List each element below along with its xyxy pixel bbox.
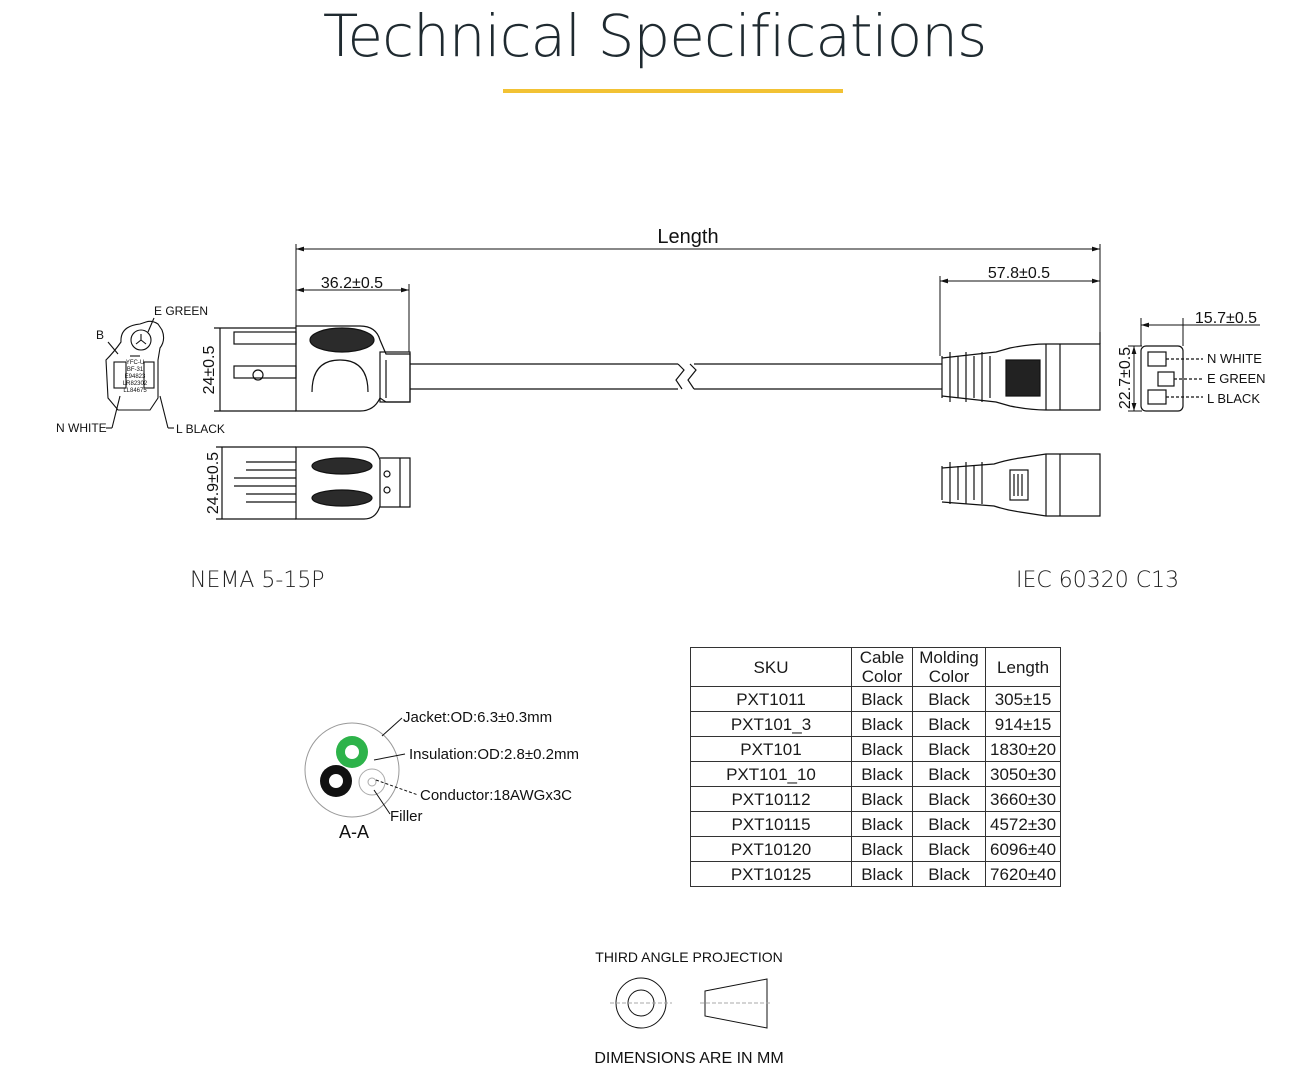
molding-color-cell: Black: [912, 761, 986, 787]
cable: [410, 363, 942, 390]
face-e-green-label: E GREEN: [154, 304, 208, 318]
c13-side-view: [941, 453, 1101, 517]
molding-color-cell: Black: [912, 811, 986, 837]
iec-connector-label: IEC 60320 C13: [1016, 568, 1180, 593]
cable-color-cell: Black: [851, 686, 913, 712]
jacket-label: Jacket:OD:6.3±0.3mm: [403, 709, 552, 726]
cable-cross-section: Jacket:OD:6.3±0.3mm Insulation:OD:2.8±0.…: [304, 709, 579, 842]
length-cell: 3050±30: [984, 761, 1062, 787]
cable-color-cell: Black: [851, 811, 913, 837]
face-marking-5: LL84675: [123, 388, 147, 394]
molding-color-cell: Black: [912, 836, 986, 862]
nema-connector-label: NEMA 5-15P: [190, 568, 325, 593]
projection-label: THIRD ANGLE PROJECTION: [595, 949, 783, 965]
molding-color-header: Molding Color: [912, 647, 986, 687]
cable-color-cell: Black: [851, 711, 913, 737]
face-marking-3: E94823: [125, 374, 146, 380]
face-marking-2: BF-31: [127, 367, 144, 373]
c13-n-white-label: N WHITE: [1207, 351, 1262, 366]
length-cell: 914±15: [984, 711, 1062, 737]
c13-head-dimension: 57.8±0.5: [939, 265, 1100, 356]
cable-color-header-line2: Color: [861, 667, 903, 686]
filler-label: Filler: [390, 808, 423, 825]
length-cell: 1830±20: [984, 736, 1062, 762]
c13-depth-label: 15.7±0.5: [1195, 310, 1257, 327]
length-label: Length: [657, 226, 718, 248]
cable-color-cell: Black: [851, 861, 913, 887]
table-header-row: SKU Cable Color Molding Color Length: [690, 647, 1062, 687]
molding-color-cell: Black: [912, 736, 986, 762]
length-dimension: Length: [295, 226, 1101, 350]
plug-head-dimension: 36.2±0.5: [296, 275, 410, 352]
molding-color-cell: Black: [912, 786, 986, 812]
c13-depth-dimension: 15.7±0.5: [1140, 310, 1260, 346]
c13-face: N WHITE E GREEN L BLACK: [1140, 345, 1266, 412]
sku-cell: PXT101: [690, 736, 852, 762]
units-note: DIMENSIONS ARE IN MM: [594, 1050, 784, 1067]
plug-width-label: 24.9±0.5: [205, 452, 222, 514]
face-n-white-label: N WHITE: [56, 421, 107, 435]
length-cell: 7620±40: [984, 861, 1062, 887]
c13-head-label: 57.8±0.5: [988, 265, 1050, 282]
face-marking-1: YFC-U: [126, 360, 144, 366]
sku-header: SKU: [690, 647, 852, 687]
molding-color-cell: Black: [912, 711, 986, 737]
sku-cell: PXT101_10: [690, 761, 852, 787]
section-label: A-A: [339, 822, 369, 842]
cable-color-cell: Black: [851, 736, 913, 762]
molding-color-cell: Black: [912, 861, 986, 887]
molding-color-cell: Black: [912, 686, 986, 712]
molding-color-header-line1: Molding: [919, 648, 979, 667]
sku-cell: PXT1011: [690, 686, 852, 712]
molding-color-header-line2: Color: [928, 667, 970, 686]
page-title: Technical Specifications: [322, 2, 987, 70]
nema-plug-top-view: 24±0.5: [201, 325, 411, 412]
conductor-label: Conductor:18AWGx3C: [420, 787, 572, 804]
face-l-black-label: L BLACK: [176, 422, 225, 436]
title-underline: [503, 89, 843, 93]
c13-height-label: 22.7±0.5: [1117, 347, 1134, 409]
sku-cell: PXT10120: [690, 836, 852, 862]
cable-color-cell: Black: [851, 761, 913, 787]
c13-e-green-label: E GREEN: [1207, 371, 1266, 386]
length-cell: 4572±30: [984, 811, 1062, 837]
length-cell: 6096±40: [984, 836, 1062, 862]
length-cell: 3660±30: [984, 786, 1062, 812]
cable-color-cell: Black: [851, 786, 913, 812]
sku-cell: PXT10112: [690, 786, 852, 812]
face-marking-4: LR82302: [123, 381, 148, 387]
cable-color-header: Cable Color: [851, 647, 913, 687]
length-cell: 305±15: [984, 686, 1062, 712]
c13-top-view: [941, 332, 1101, 411]
sku-cell: PXT10125: [690, 861, 852, 887]
plug-height-label: 24±0.5: [201, 345, 218, 394]
third-angle-projection-symbol: [610, 977, 772, 1029]
plug-head-label: 36.2±0.5: [321, 275, 383, 292]
c13-l-black-label: L BLACK: [1207, 391, 1260, 406]
sku-cell: PXT10115: [690, 811, 852, 837]
cable-color-header-line1: Cable: [859, 648, 905, 667]
insulation-label: Insulation:OD:2.8±0.2mm: [409, 746, 579, 763]
sku-cell: PXT101_3: [690, 711, 852, 737]
cable-color-cell: Black: [851, 836, 913, 862]
length-header: Length: [984, 647, 1062, 687]
nema-plug-side-view: 24.9±0.5: [205, 446, 411, 520]
c13-height-dimension: 22.7±0.5: [1117, 345, 1142, 412]
face-b-label: B: [96, 328, 104, 342]
sku-table: SKU Cable Color Molding Color Length PXT…: [690, 647, 1062, 887]
nema-face: YFC-U BF-31 E94823 LR82302 LL84675 E GRE…: [56, 304, 225, 436]
